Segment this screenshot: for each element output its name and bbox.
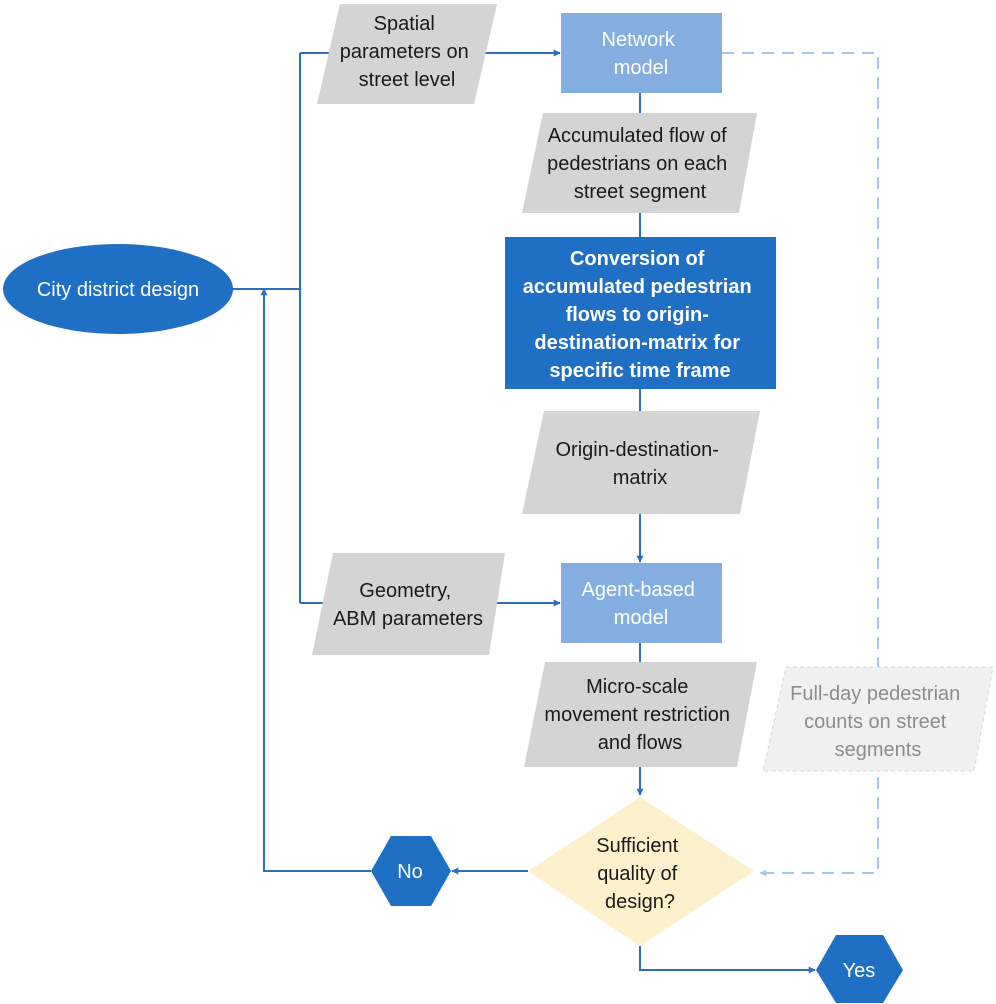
node-label: Conversion of accumulated pedestrian flo… [523, 248, 758, 382]
node-micro-scale[interactable]: Micro-scale movement restriction and flo… [524, 662, 757, 767]
label-line: counts on street [804, 711, 947, 733]
label-line: Network [602, 29, 676, 51]
node-label: No [397, 861, 423, 883]
node-no[interactable]: No [371, 836, 451, 906]
rect-shape [505, 237, 776, 389]
label-line: Spatial [374, 13, 435, 35]
label-line: Yes [843, 960, 876, 982]
label-line: matrix [613, 467, 667, 489]
label-line: specific time frame [549, 360, 730, 382]
node-decision[interactable]: Sufficient quality of design? [528, 797, 754, 946]
parallelogram-shape [317, 4, 497, 104]
label-line: Full-day pedestrian [790, 683, 960, 705]
label-line: Origin-destination- [556, 439, 719, 461]
label-line: street segment [574, 181, 707, 203]
node-geometry[interactable]: Geometry, ABM parameters [312, 553, 505, 655]
parallelogram-shape [312, 553, 505, 655]
node-label: Full-day pedestrian counts on street seg… [790, 683, 966, 761]
parallelogram-shape [762, 666, 994, 772]
parallelogram-shape [522, 411, 760, 514]
label-line: segments [835, 739, 922, 761]
label-line: quality of [597, 863, 677, 885]
node-spatial-parameters[interactable]: Spatial parameters on street level [317, 4, 497, 104]
label-line: flows to origin- [566, 304, 709, 326]
label-line: destination-matrix for [534, 332, 740, 354]
label-line: Conversion of [570, 248, 705, 270]
node-conversion[interactable]: Conversion of accumulated pedestrian flo… [505, 237, 776, 389]
label-line: movement restriction [544, 704, 730, 726]
label-line: accumulated pedestrian [523, 276, 752, 298]
hexagon-shape [816, 935, 903, 1003]
label-line: model [614, 607, 668, 629]
edge-decision-to-yes [639, 946, 816, 974]
node-label: Micro-scale movement restriction and flo… [544, 676, 735, 754]
node-label: City district design [37, 279, 199, 301]
node-city-district-design[interactable]: City district design [3, 244, 233, 334]
label-line: and flows [598, 732, 683, 754]
node-full-day-counts[interactable]: Full-day pedestrian counts on street seg… [762, 666, 994, 772]
label-line: model [614, 57, 668, 79]
node-label: Origin-destination- matrix [556, 439, 725, 489]
node-accumulated-flow[interactable]: Accumulated flow of pedestrians on each … [522, 113, 757, 213]
node-label: Agent-based model [582, 579, 701, 629]
label-line: Accumulated flow of [548, 125, 727, 147]
node-network-model[interactable]: Network model [561, 13, 722, 93]
label-line: street level [359, 69, 456, 91]
label-line: pedestrians on each [547, 153, 727, 175]
parallelogram-shape [522, 113, 757, 213]
edge-no-to-city [260, 288, 371, 872]
ellipse-shape [3, 244, 233, 334]
label-line: Geometry, [359, 580, 451, 602]
label-line: Agent-based [582, 579, 695, 601]
label-line: City district design [37, 279, 199, 301]
edge-network-to-decision-dashed [722, 52, 879, 877]
node-label: Geometry, ABM parameters [333, 580, 483, 630]
hexagon-shape [371, 836, 451, 906]
node-label: Yes [843, 960, 876, 982]
label-line: ABM parameters [333, 608, 483, 630]
node-agent-based-model[interactable]: Agent-based model [561, 563, 722, 643]
parallelogram-shape [524, 662, 757, 767]
label-line: No [397, 861, 423, 883]
rect-shape [561, 563, 722, 643]
label-line: parameters on [340, 41, 469, 63]
node-od-matrix[interactable]: Origin-destination- matrix [522, 411, 760, 514]
node-label: Network model [602, 29, 681, 79]
node-label: Sufficient quality of design? [596, 835, 683, 913]
node-yes[interactable]: Yes [816, 935, 903, 1003]
diamond-shape [528, 797, 754, 946]
rect-shape [561, 13, 722, 93]
node-label: Spatial parameters on street level [340, 13, 475, 91]
label-line: Micro-scale [586, 676, 688, 698]
label-line: Sufficient [596, 835, 678, 857]
node-label: Accumulated flow of pedestrians on each … [547, 125, 733, 203]
label-line: design? [605, 891, 675, 913]
